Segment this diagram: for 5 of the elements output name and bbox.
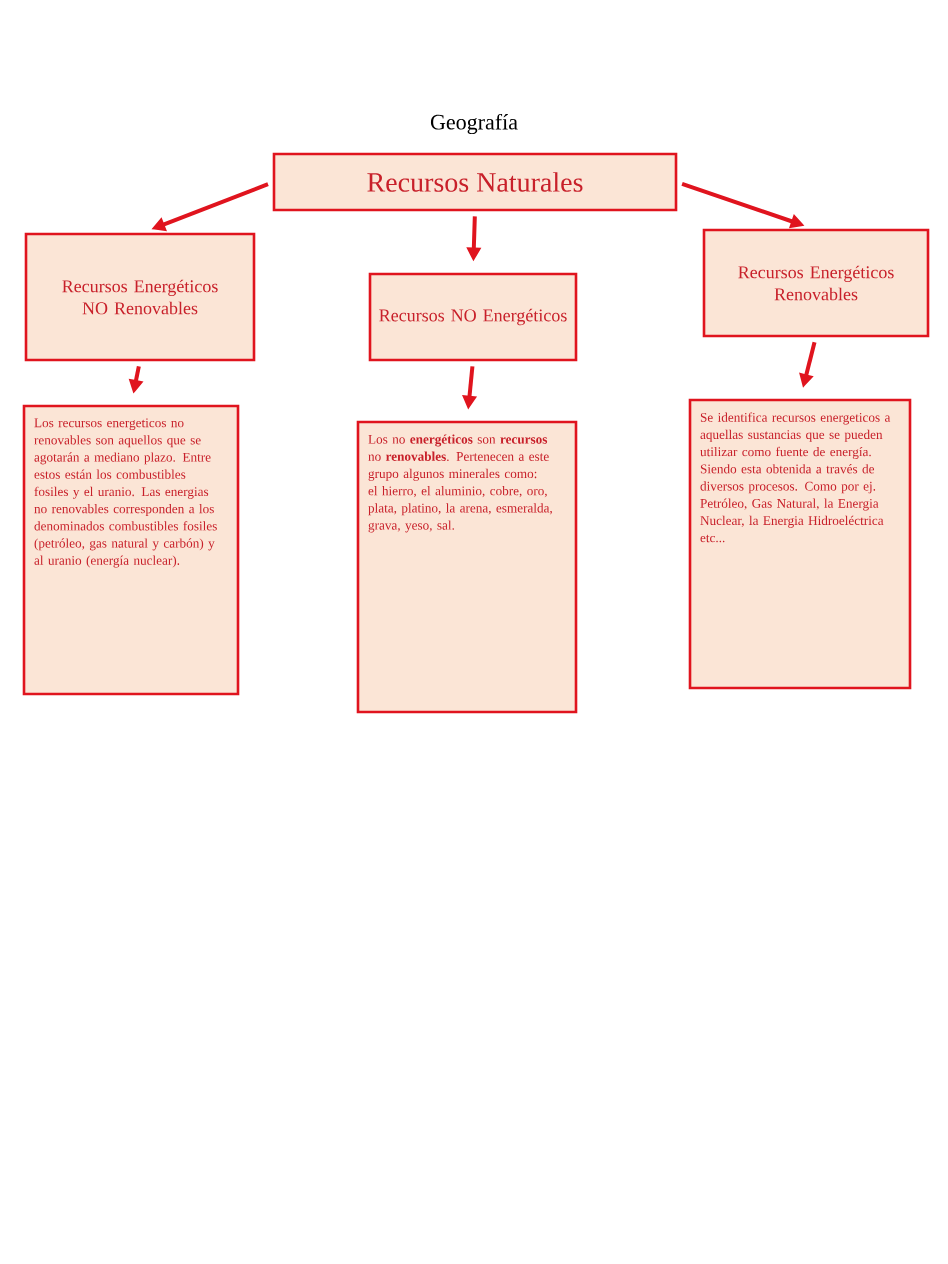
category-box: Recursos Energéticos NO Renovables	[24, 232, 256, 362]
category-box: Recursos Energéticos Renovables	[702, 228, 930, 338]
title: Geografía	[430, 113, 518, 135]
main-topic-box: Recursos Naturales	[272, 152, 678, 212]
category-box: Recursos NO Energéticos	[368, 272, 578, 362]
